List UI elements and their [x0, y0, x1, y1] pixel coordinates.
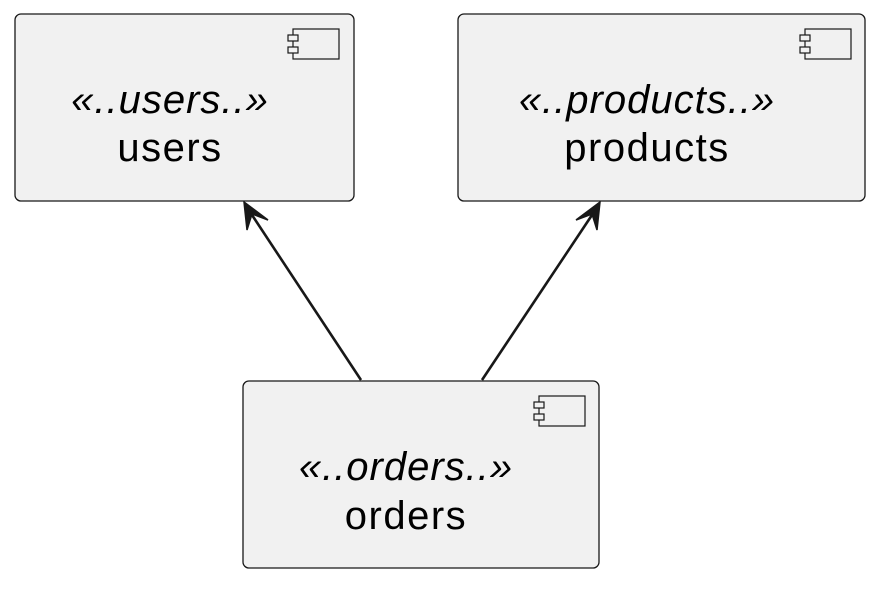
component-name: orders — [345, 494, 467, 538]
dependency-line — [250, 214, 363, 381]
component-orders[interactable]: «..orders..» orders — [242, 380, 600, 569]
dependency-line — [480, 214, 594, 381]
component-stereotype: «..products..» — [519, 78, 775, 122]
component-stereotype: «..orders..» — [299, 445, 513, 489]
component-name: users — [117, 126, 222, 170]
component-box — [242, 380, 600, 569]
component-icon — [799, 28, 852, 60]
component-name: products — [564, 126, 729, 170]
dependency-orders-to-products — [480, 200, 601, 381]
arrowhead-icon — [575, 200, 601, 231]
component-box — [457, 13, 866, 202]
dependency-orders-to-users — [243, 200, 363, 381]
component-icon — [287, 28, 340, 60]
component-stereotype: «..users..» — [71, 78, 269, 122]
component-icon — [533, 395, 586, 427]
arrowhead-icon — [243, 200, 269, 231]
component-users[interactable]: «..users..» users — [14, 13, 355, 202]
component-box — [14, 13, 355, 202]
component-products[interactable]: «..products..» products — [457, 13, 866, 202]
